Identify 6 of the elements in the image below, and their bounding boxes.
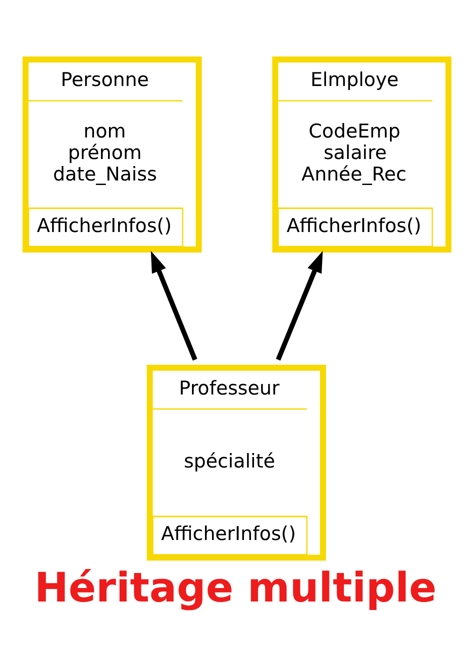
node-box: Personne nom prénom date_Naiss AfficherInfos() [22, 56, 202, 252]
caption: Héritage multiple [34, 563, 437, 612]
node-box: Elmploye CodeEmp salaire Année_Rec AfficherInfos() [272, 56, 452, 252]
arrow [150, 250, 198, 360]
node-box: Professeur spécialité AfficherInfos() [146, 364, 326, 560]
arrow [276, 250, 323, 360]
